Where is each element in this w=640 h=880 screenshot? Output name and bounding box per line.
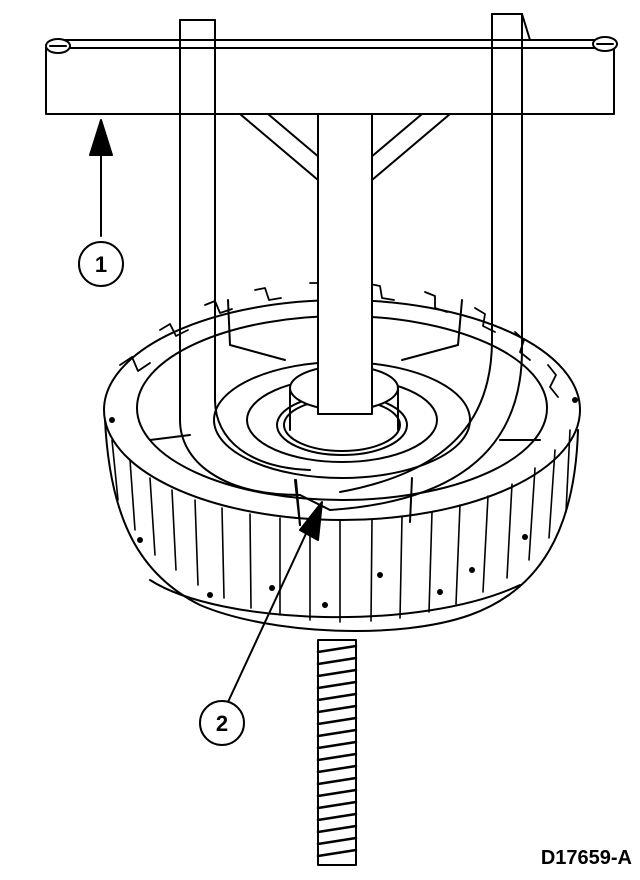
callout-2-label: 2 xyxy=(216,711,228,736)
callout-2: 2 xyxy=(199,700,245,746)
clutch-drum xyxy=(103,282,581,632)
callout-2-leader xyxy=(227,501,323,703)
figure-id: D17659-A xyxy=(540,847,632,869)
tool-leg-foot xyxy=(294,479,331,526)
tool-center-rod xyxy=(239,113,451,415)
threaded-screw xyxy=(316,639,358,866)
callout-1-leader xyxy=(89,119,113,237)
callout-1: 1 xyxy=(78,241,124,287)
tool-left-leg xyxy=(179,19,311,496)
tool-crossbar xyxy=(45,36,618,115)
tool-right-leg xyxy=(329,13,531,511)
callout-1-label: 1 xyxy=(95,252,107,277)
